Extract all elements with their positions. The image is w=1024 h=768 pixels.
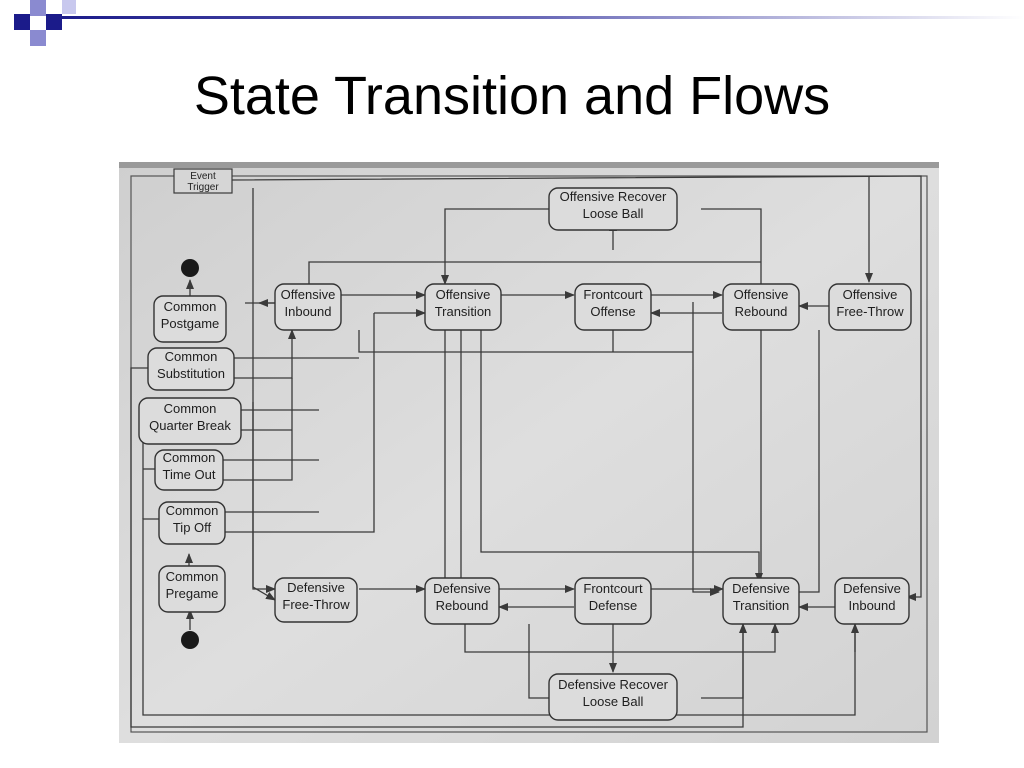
state-box — [548, 673, 678, 721]
state-label-line: Transition — [733, 598, 790, 613]
state-box — [158, 501, 226, 545]
state-label-line: Time Out — [163, 467, 216, 482]
state-box — [153, 295, 227, 343]
end-state-dot — [181, 259, 199, 277]
state-label-line: Transition — [435, 304, 492, 319]
state-label-line: Free-Throw — [282, 597, 350, 612]
state-label-line: Loose Ball — [583, 694, 644, 709]
state-label-line: Common — [166, 569, 219, 584]
state-box — [834, 577, 910, 625]
state-box — [138, 397, 242, 445]
state-label-line: Rebound — [436, 598, 489, 613]
state-label-line: Free-Throw — [836, 304, 904, 319]
state-label-line: Common — [164, 299, 217, 314]
state-label-line: Offense — [590, 304, 635, 319]
state-label-line: Defensive — [732, 581, 790, 596]
state-label-line: Defensive — [287, 580, 345, 595]
state-label-line: Offensive — [843, 287, 898, 302]
state-box — [424, 283, 502, 331]
state-label-line: Defense — [589, 598, 637, 613]
state-label-line: Offensive Recover — [560, 189, 667, 204]
state-label-line: Loose Ball — [583, 206, 644, 221]
state-box — [574, 577, 652, 625]
state-label-line: Tip Off — [173, 520, 212, 535]
state-label-line: Substitution — [157, 366, 225, 381]
state-label-line: Offensive — [436, 287, 491, 302]
state-label-line: Defensive — [433, 581, 491, 596]
state-label-line: Frontcourt — [583, 581, 643, 596]
state-label-line: Common — [164, 401, 217, 416]
state-box — [548, 187, 678, 231]
start-state-dot — [181, 631, 199, 649]
scan-dark-edge — [119, 162, 939, 168]
state-label-line: Offensive — [734, 287, 789, 302]
state-label-line: Common — [165, 349, 218, 364]
state-label-line: Inbound — [285, 304, 332, 319]
title-rule — [60, 16, 1024, 19]
state-label-line: Rebound — [735, 304, 788, 319]
state-label-line: Inbound — [849, 598, 896, 613]
state-box — [424, 577, 500, 625]
state-box — [722, 577, 800, 625]
state-box — [158, 565, 226, 613]
state-box — [574, 283, 652, 331]
state-label-line: Offensive — [281, 287, 336, 302]
event-trigger-line-1: Event — [190, 171, 216, 182]
event-trigger-box: Event Trigger — [173, 168, 233, 194]
state-box — [147, 347, 235, 391]
state-label-line: Defensive — [843, 581, 901, 596]
state-box — [154, 449, 224, 491]
state-box — [274, 283, 342, 331]
state-label-line: Pregame — [166, 586, 219, 601]
slide-title: State Transition and Flows — [193, 66, 831, 126]
state-box — [828, 283, 912, 331]
corner-decoration — [0, 0, 80, 60]
state-label-line: Frontcourt — [583, 287, 643, 302]
state-label-line: Postgame — [161, 316, 220, 331]
event-trigger-line-2: Trigger — [187, 182, 219, 193]
state-label-line: Quarter Break — [149, 418, 231, 433]
state-label-line: Common — [163, 450, 216, 465]
state-box — [722, 283, 800, 331]
state-box — [274, 577, 358, 623]
transition-lines — [130, 175, 922, 728]
state-label-line: Defensive Recover — [558, 677, 668, 692]
state-label-line: Common — [166, 503, 219, 518]
